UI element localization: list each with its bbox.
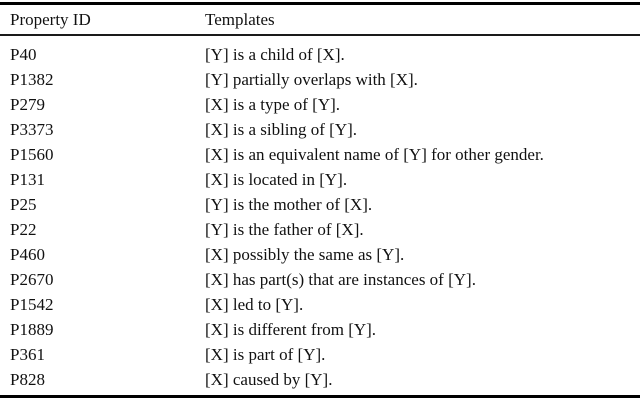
property-id-cell: P279	[10, 95, 45, 114]
table-top-rule	[0, 2, 640, 5]
property-id-cell: P1542	[10, 295, 54, 314]
template-cell: [X] is an equivalent name of [Y] for oth…	[205, 145, 544, 164]
template-cell: [X] is located in [Y].	[205, 170, 348, 189]
template-cell: [Y] is a child of [X].	[205, 45, 345, 64]
column-header-templates: Templates	[205, 9, 275, 29]
table-row: P131 [X] is located in [Y].	[0, 167, 640, 192]
property-id-cell: P25	[10, 195, 37, 214]
template-cell: [X] possibly the same as [Y].	[205, 245, 405, 264]
property-id-cell: P131	[10, 170, 45, 189]
property-id-cell: P361	[10, 345, 45, 364]
template-cell: [X] is a type of [Y].	[205, 95, 341, 114]
template-cell: [Y] is the father of [X].	[205, 220, 364, 239]
table-row: P3373 [X] is a sibling of [Y].	[0, 117, 640, 142]
table-row: P361 [X] is part of [Y].	[0, 342, 640, 367]
table-row: P22 [Y] is the father of [X].	[0, 217, 640, 242]
property-templates-table: Property ID Templates P40 [Y] is a child…	[0, 2, 640, 398]
table-mid-rule	[0, 34, 640, 36]
property-id-cell: P828	[10, 370, 45, 389]
table-row: P1542 [X] led to [Y].	[0, 292, 640, 317]
table-row: P2670 [X] has part(s) that are instances…	[0, 267, 640, 292]
template-cell: [X] is a sibling of [Y].	[205, 120, 358, 139]
template-cell: [X] is different from [Y].	[205, 320, 377, 339]
template-cell: [Y] is the mother of [X].	[205, 195, 373, 214]
column-header-property-id: Property ID	[10, 9, 91, 29]
property-id-cell: P2670	[10, 270, 54, 289]
table-row: P828 [X] caused by [Y].	[0, 367, 640, 392]
property-id-cell: P22	[10, 220, 37, 239]
table-row: P1382 [Y] partially overlaps with [X].	[0, 67, 640, 92]
table-bottom-rule	[0, 395, 640, 398]
table-body: P40 [Y] is a child of [X]. P1382 [Y] par…	[0, 36, 640, 395]
table-row: P25 [Y] is the mother of [X].	[0, 192, 640, 217]
template-cell: [X] led to [Y].	[205, 295, 304, 314]
table-row: P1889 [X] is different from [Y].	[0, 317, 640, 342]
property-id-cell: P460	[10, 245, 45, 264]
template-cell: [X] is part of [Y].	[205, 345, 326, 364]
table-row: P279 [X] is a type of [Y].	[0, 92, 640, 117]
property-id-cell: P1889	[10, 320, 54, 339]
property-id-cell: P1382	[10, 70, 54, 89]
property-id-cell: P1560	[10, 145, 54, 164]
table-row: P1560 [X] is an equivalent name of [Y] f…	[0, 142, 640, 167]
template-cell: [Y] partially overlaps with [X].	[205, 70, 418, 89]
property-id-cell: P3373	[10, 120, 54, 139]
template-cell: [X] has part(s) that are instances of [Y…	[205, 270, 476, 289]
property-id-cell: P40	[10, 45, 37, 64]
table-header-row: Property ID Templates	[0, 5, 640, 34]
template-cell: [X] caused by [Y].	[205, 370, 333, 389]
table-row: P460 [X] possibly the same as [Y].	[0, 242, 640, 267]
table-row: P40 [Y] is a child of [X].	[0, 42, 640, 67]
